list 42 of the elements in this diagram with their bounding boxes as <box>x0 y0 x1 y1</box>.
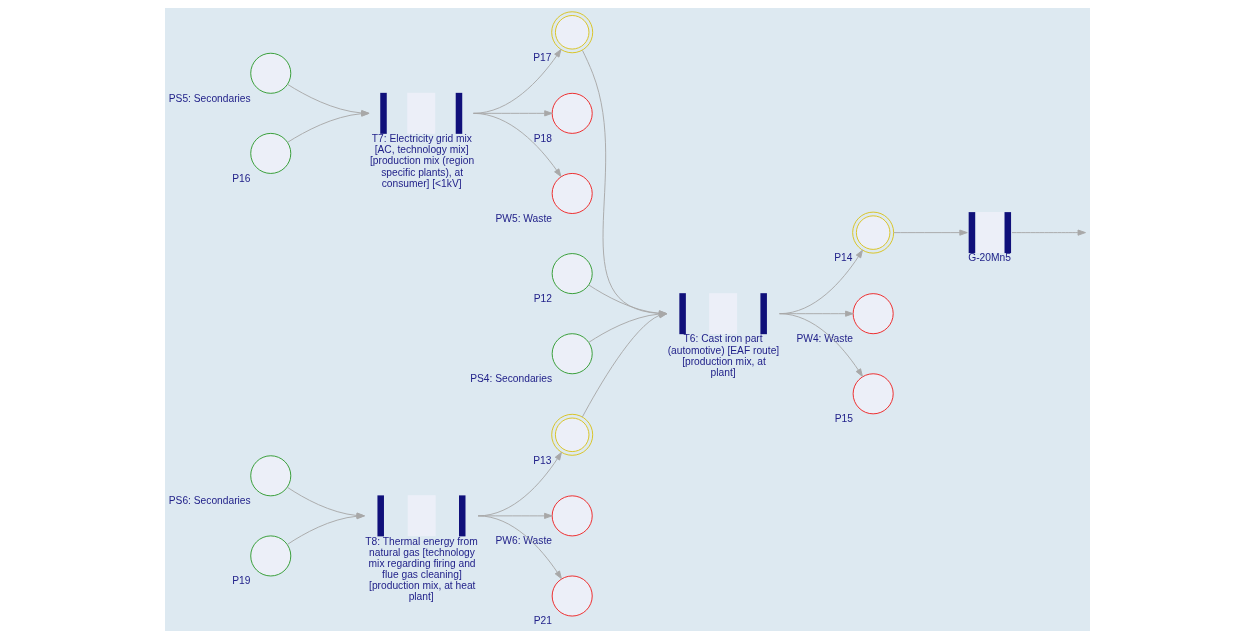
arrow <box>779 313 863 377</box>
node-circle <box>551 92 593 134</box>
node-label: P13 <box>533 454 552 466</box>
node-circle <box>852 293 894 335</box>
node-label: T7: Electricity grid mix [AC, technology mix] [production mix (region specific plants), at consumer] [<1kV] <box>369 133 475 189</box>
node-label: P18 <box>533 132 552 144</box>
arrow <box>588 284 668 317</box>
arrow <box>893 229 968 236</box>
node-label: G-20Mn5 <box>968 252 1011 264</box>
arrow <box>588 310 668 343</box>
arrow <box>472 112 562 177</box>
node-label: PS5: Secondaries <box>168 92 251 104</box>
node-circle <box>551 253 593 295</box>
node-circle <box>551 333 593 375</box>
node-label: P14 <box>834 252 853 264</box>
node-label: T6: Cast iron part (automotive) [EAF route] [production mix, at plant] <box>667 333 780 378</box>
node-circle <box>250 455 292 497</box>
node-label: P16 <box>232 172 251 184</box>
node-circle <box>250 535 292 577</box>
node-label: P12 <box>533 292 552 304</box>
arrow <box>287 83 370 117</box>
node-label: P19 <box>232 575 251 587</box>
node-circle <box>551 495 593 537</box>
node-label: PS4: Secondaries <box>470 372 553 384</box>
arrow <box>1011 229 1086 236</box>
node-label: P21 <box>533 615 552 627</box>
arrow <box>581 312 668 418</box>
node-label: PW5: Waste <box>495 212 552 224</box>
node-circle <box>551 575 593 617</box>
arrow <box>582 49 668 317</box>
arrow <box>287 110 370 143</box>
node-label: T8: Thermal energy from natural gas [technology mix regarding firing and flue gas cleaning] [production mix, at heat plant] <box>365 535 478 603</box>
node-label: PS6: Secondaries <box>168 495 251 507</box>
node-circle <box>551 172 593 214</box>
node-circle <box>852 373 894 415</box>
node-circle <box>250 132 292 174</box>
node-label: PW4: Waste <box>796 332 853 344</box>
node-circle <box>250 52 292 94</box>
node-label: P15 <box>834 413 853 425</box>
node-label: PW6: Waste <box>495 535 552 547</box>
arrow <box>477 515 562 580</box>
node-label: P17 <box>533 51 552 63</box>
